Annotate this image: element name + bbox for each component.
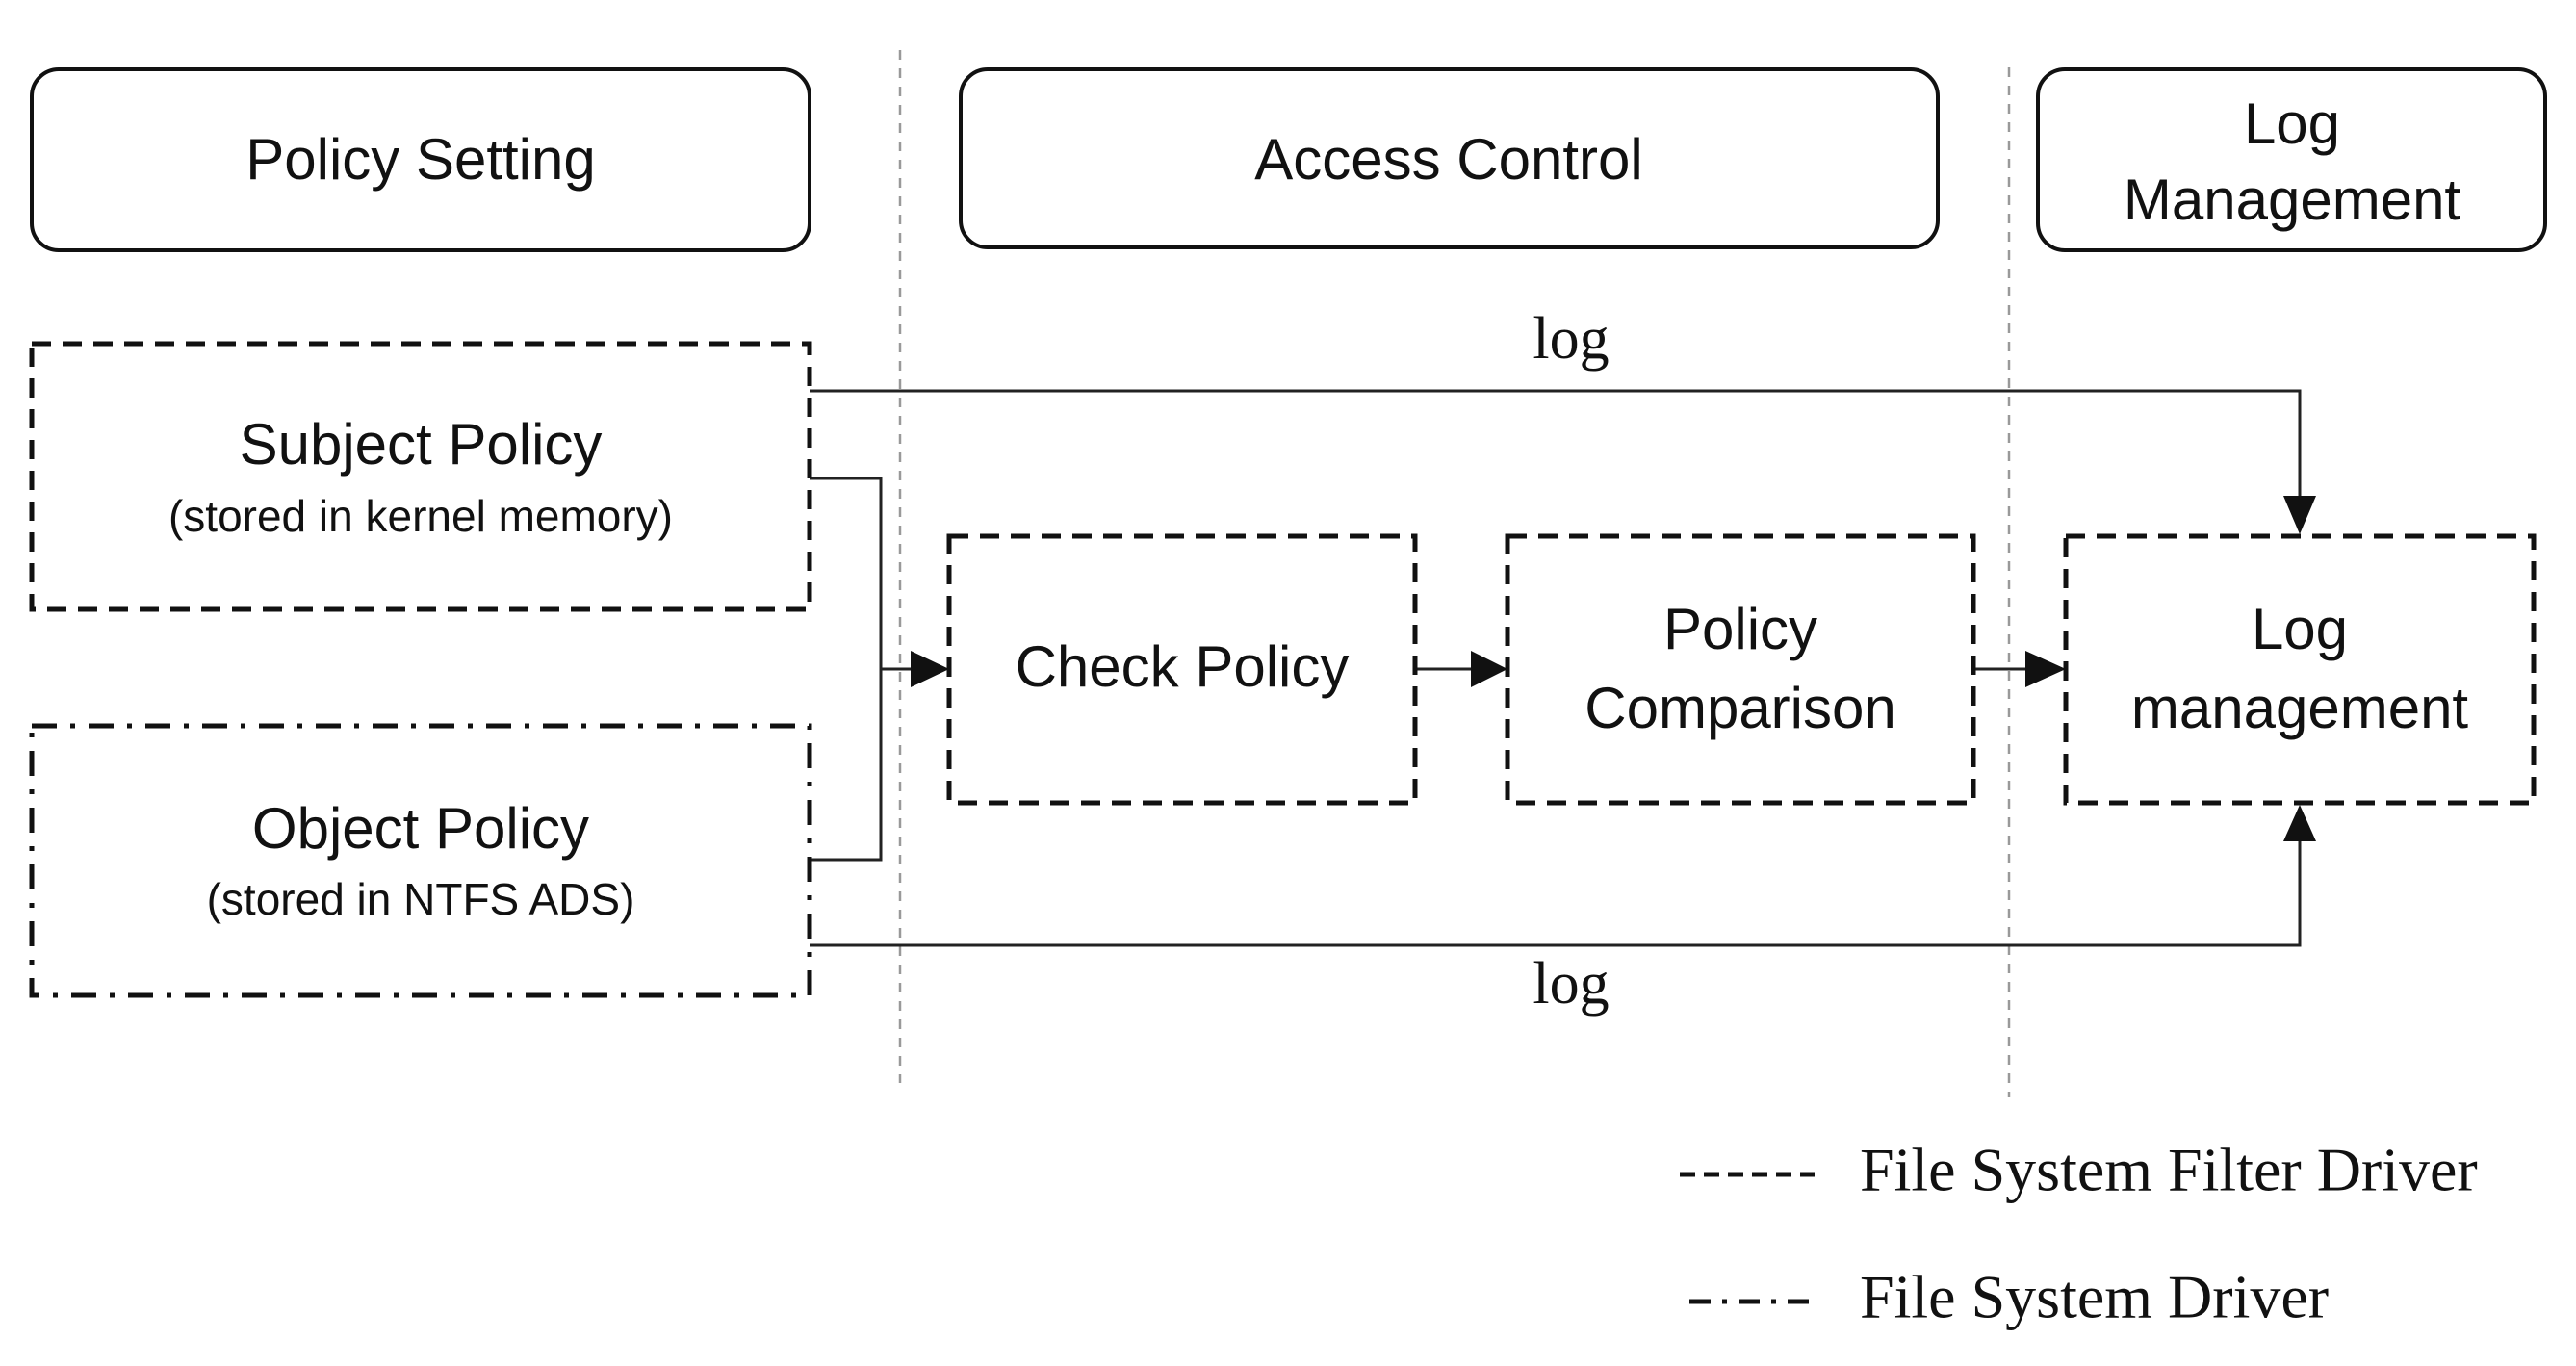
- policy-comparison-line1: Policy: [1663, 597, 1817, 661]
- header-policy-setting-label: Policy Setting: [245, 127, 596, 192]
- header-log-management-line2: Management: [2124, 168, 2461, 232]
- check-policy-title: Check Policy: [1016, 634, 1350, 699]
- policy-comparison-line2: Comparison: [1584, 676, 1895, 740]
- edge-object-to-log: [810, 838, 2302, 947]
- header-log-management: Log Management: [2036, 67, 2547, 252]
- header-log-management-line1: Log: [2244, 91, 2340, 156]
- legend-filter-driver-label: File System Filter Driver: [1860, 1136, 2478, 1204]
- arrowhead-log-management: [2025, 651, 2066, 687]
- object-policy-title: Object Policy: [252, 796, 589, 861]
- object-policy-subtitle: (stored in NTFS ADS): [207, 874, 635, 924]
- edge-label-bottom-log: log: [1533, 951, 1609, 1017]
- arrowhead-bottom-log: [2283, 805, 2316, 841]
- edge-subject-bracket: [810, 477, 883, 862]
- arrowhead-check-policy: [911, 651, 949, 687]
- node-object-policy: Object Policy (stored in NTFS ADS): [29, 723, 812, 998]
- subject-policy-title: Subject Policy: [240, 412, 603, 477]
- node-subject-policy: Subject Policy (stored in kernel memory): [29, 341, 812, 612]
- node-check-policy: Check Policy: [946, 533, 1418, 806]
- legend-file-system-driver-label: File System Driver: [1860, 1263, 2329, 1331]
- legend: File System Filter Driver File System Dr…: [1680, 1136, 2478, 1331]
- header-access-control: Access Control: [959, 67, 1940, 249]
- log-management-line1: Log: [2252, 597, 2348, 661]
- arrowhead-top-log: [2283, 496, 2316, 534]
- edge-label-top-log: log: [1533, 306, 1609, 372]
- subject-policy-subtitle: (stored in kernel memory): [168, 491, 673, 541]
- node-log-management: Log management: [2063, 533, 2537, 806]
- log-management-line2: management: [2131, 676, 2469, 740]
- header-policy-setting: Policy Setting: [30, 67, 811, 252]
- node-policy-comparison: Policy Comparison: [1505, 533, 1976, 806]
- edge-subject-to-log: [810, 389, 2302, 501]
- header-access-control-label: Access Control: [1254, 127, 1642, 192]
- arrowhead-comparison: [1471, 651, 1507, 687]
